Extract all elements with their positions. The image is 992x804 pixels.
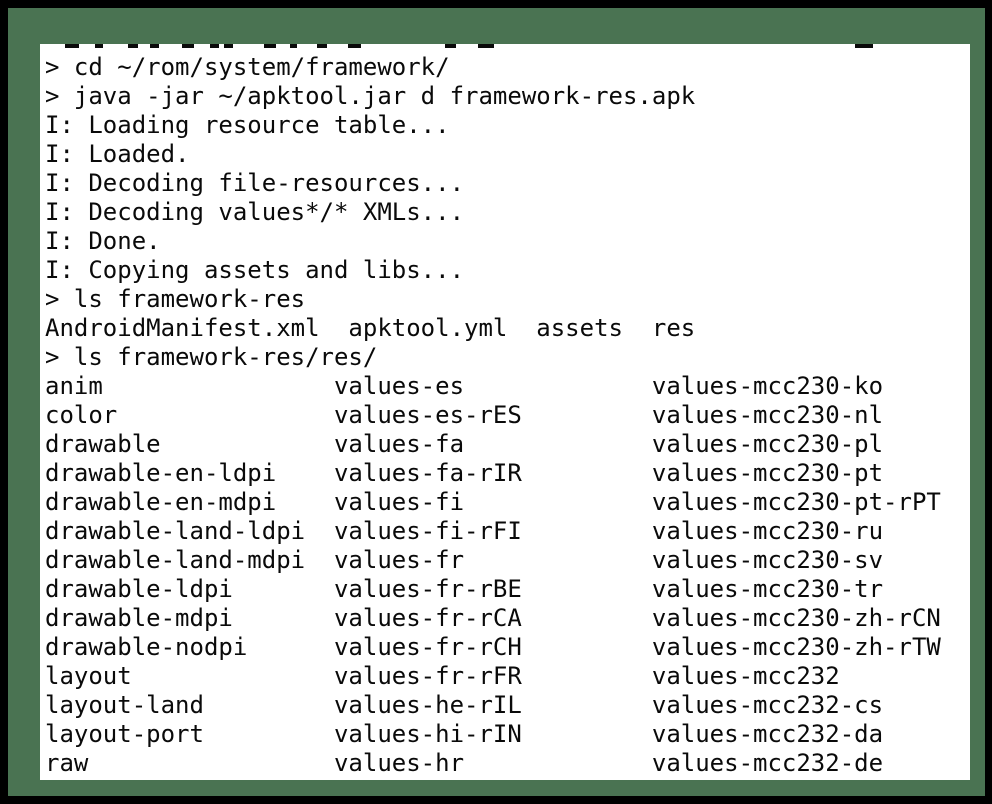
scrollback-clipped-line	[40, 44, 970, 50]
terminal-window[interactable]: > cd ~/rom/system/framework/ > java -jar…	[40, 44, 970, 780]
terminal-output: > cd ~/rom/system/framework/ > java -jar…	[45, 53, 941, 777]
green-matte: > cd ~/rom/system/framework/ > java -jar…	[8, 8, 985, 796]
